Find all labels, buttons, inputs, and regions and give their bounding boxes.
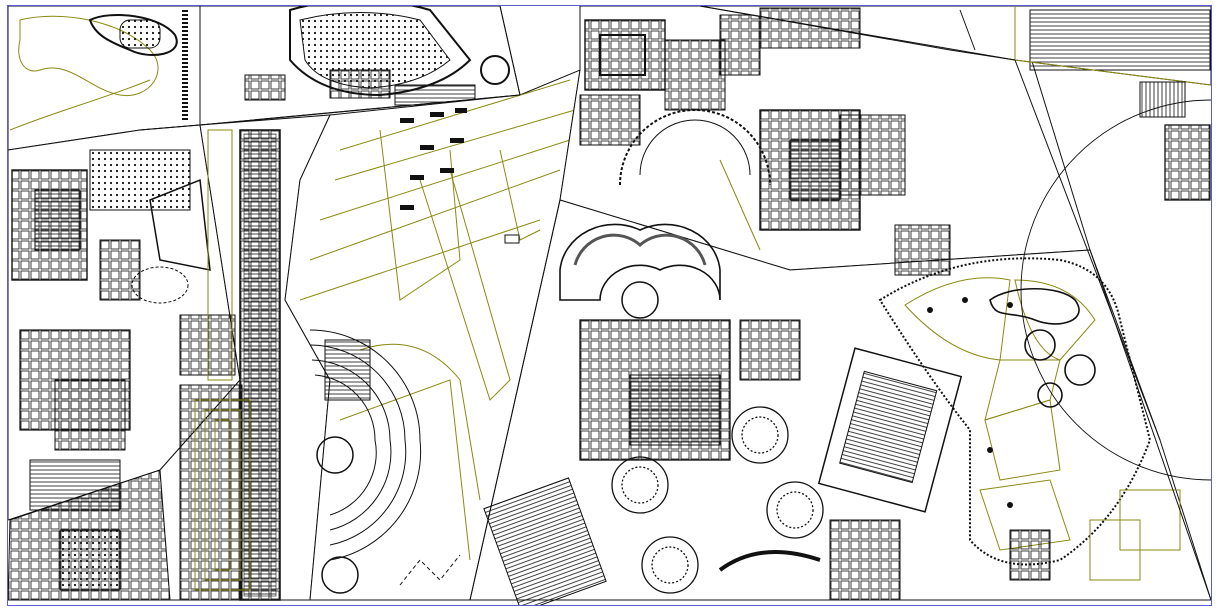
panel-top-center-courtyards — [559, 6, 1091, 271]
panel-top-right-terraces — [699, 6, 1211, 86]
panel-colonnade-street — [159, 114, 331, 601]
panel-seams — [139, 6, 1211, 601]
panel-right-garden-parterre — [878, 224, 1181, 581]
panel-central-palace-complex — [469, 199, 1211, 605]
panel-right-edge — [1014, 59, 1211, 481]
